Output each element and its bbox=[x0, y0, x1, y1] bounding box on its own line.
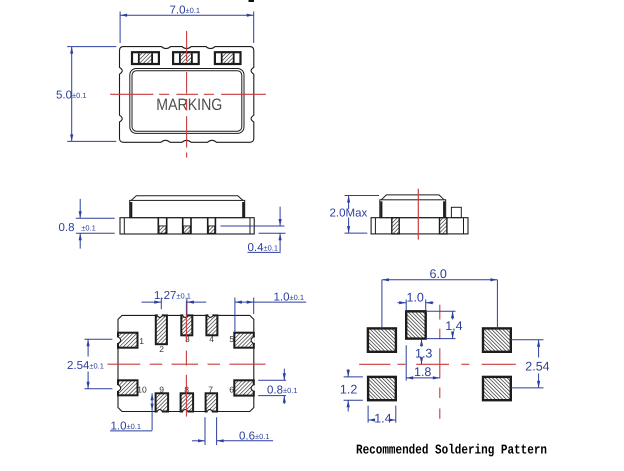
svg-text:1.4: 1.4 bbox=[374, 412, 391, 426]
svg-text:1.0±0.1: 1.0±0.1 bbox=[111, 421, 142, 433]
svg-text:1.3: 1.3 bbox=[415, 346, 432, 360]
svg-text:5: 5 bbox=[229, 334, 234, 344]
svg-text:4: 4 bbox=[209, 334, 214, 344]
svg-text:0.8: 0.8 bbox=[59, 222, 75, 234]
svg-text:2.54±0.1: 2.54±0.1 bbox=[67, 360, 104, 372]
svg-text:1.8: 1.8 bbox=[414, 365, 431, 379]
svg-text:7: 7 bbox=[208, 385, 213, 395]
svg-text:1: 1 bbox=[139, 336, 144, 346]
svg-text:1.0: 1.0 bbox=[407, 290, 424, 304]
svg-text:1,4: 1,4 bbox=[445, 319, 462, 333]
svg-text:0.8±0.1: 0.8±0.1 bbox=[267, 385, 298, 397]
svg-text:6: 6 bbox=[229, 385, 234, 395]
svg-text:1.2: 1.2 bbox=[340, 383, 357, 397]
svg-text:5.0±0.1: 5.0±0.1 bbox=[56, 90, 87, 102]
svg-text:3: 3 bbox=[185, 334, 190, 344]
svg-text:7.0±0.1: 7.0±0.1 bbox=[170, 5, 201, 17]
svg-text:2.0Max: 2.0Max bbox=[330, 208, 368, 220]
svg-text:0.6±0.1: 0.6±0.1 bbox=[239, 431, 270, 443]
svg-text:6.0: 6.0 bbox=[430, 267, 447, 281]
svg-text:2.54: 2.54 bbox=[525, 360, 549, 374]
svg-text:9: 9 bbox=[159, 385, 164, 395]
svg-text:2: 2 bbox=[159, 344, 164, 354]
svg-text:Recommended Soldering Pattern: Recommended Soldering Pattern bbox=[356, 444, 547, 459]
svg-text:MARKING: MARKING bbox=[156, 96, 222, 114]
svg-text:0.4±0.1: 0.4±0.1 bbox=[248, 242, 279, 254]
svg-text:±0.1: ±0.1 bbox=[81, 223, 96, 232]
svg-text:10: 10 bbox=[137, 384, 147, 394]
svg-text:1.0±0.1: 1.0±0.1 bbox=[274, 291, 305, 303]
svg-text:1.27±0.1: 1.27±0.1 bbox=[154, 290, 191, 302]
